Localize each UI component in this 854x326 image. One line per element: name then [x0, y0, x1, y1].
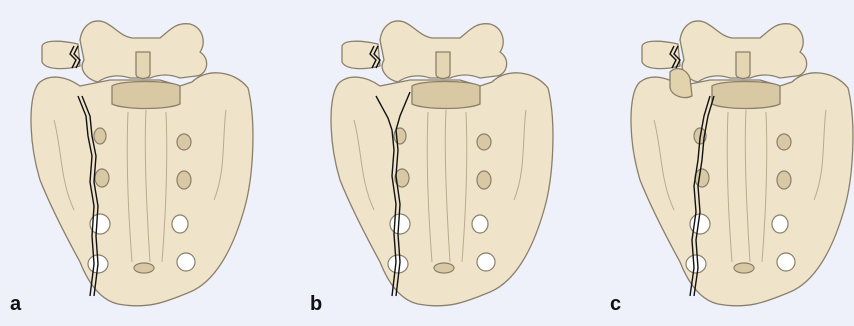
- foramen: [177, 134, 191, 150]
- panel-c: c: [600, 0, 854, 326]
- spinous-process: [436, 52, 450, 79]
- foramen: [477, 134, 491, 150]
- foramen: [177, 171, 191, 189]
- foramen: [772, 215, 788, 233]
- foramen: [477, 253, 495, 271]
- foramen: [777, 171, 791, 189]
- panel-a: a: [0, 0, 290, 326]
- foramen: [177, 253, 195, 271]
- foramen: [477, 171, 491, 189]
- panel-label: c: [610, 293, 621, 316]
- spinous-process: [736, 52, 750, 79]
- foramen: [95, 169, 109, 187]
- foramen: [94, 128, 106, 144]
- sacrum-illustration-a: [0, 0, 290, 326]
- foramen: [695, 169, 709, 187]
- vertebral-body: [712, 82, 780, 109]
- panel-label: a: [10, 293, 21, 316]
- foramen: [390, 214, 410, 234]
- sacrum-illustration-b: [300, 0, 590, 326]
- spinous-process: [136, 52, 150, 79]
- sacral-hiatus: [734, 263, 754, 273]
- foramen: [777, 134, 791, 150]
- foramen: [777, 253, 795, 271]
- sacrum-illustration-c: [600, 0, 854, 326]
- panel-label: b: [310, 293, 322, 316]
- panel-b: b: [300, 0, 590, 326]
- vertebral-body: [112, 82, 180, 109]
- foramen: [472, 215, 488, 233]
- vertebral-body: [412, 82, 480, 109]
- foramen: [686, 255, 706, 273]
- foramen: [388, 255, 408, 273]
- foramen: [172, 215, 188, 233]
- sacral-hiatus: [434, 263, 454, 273]
- sacral-hiatus: [134, 263, 154, 273]
